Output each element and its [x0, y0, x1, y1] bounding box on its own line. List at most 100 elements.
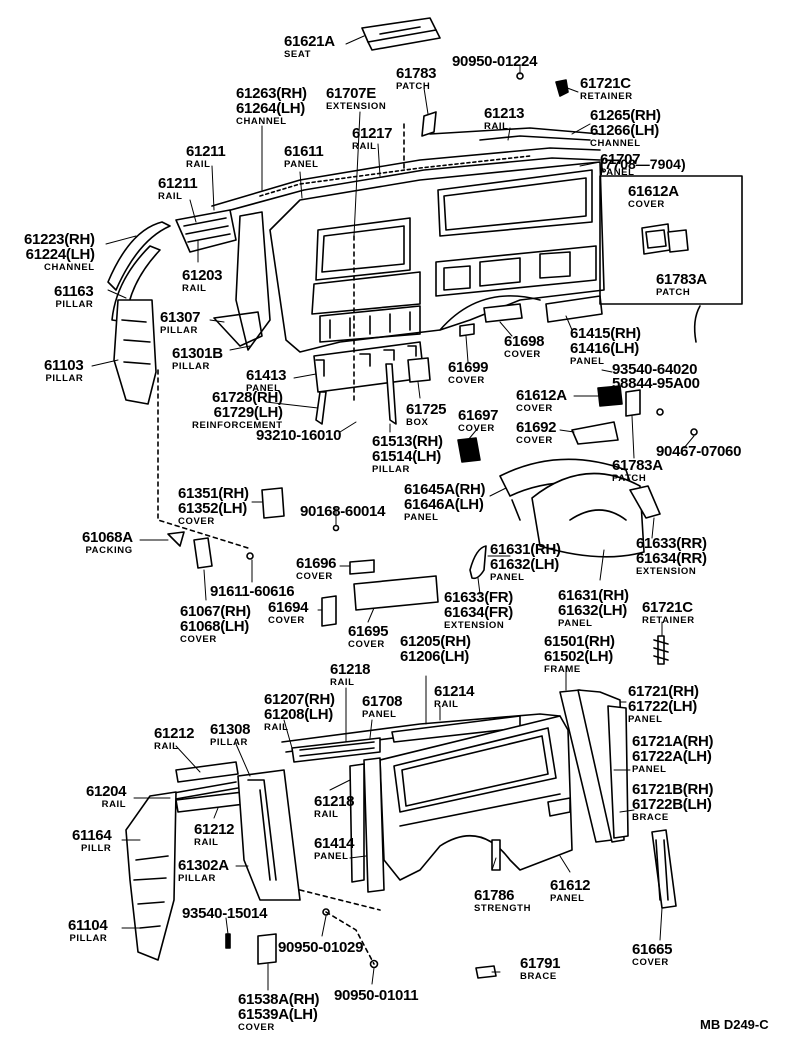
- part-number: 61634(FR): [444, 604, 513, 621]
- part-number: 61415(RH): [570, 325, 641, 342]
- part-number: 61213: [484, 105, 525, 122]
- part-name: COVER: [516, 435, 553, 446]
- part-number: 61721C: [642, 599, 693, 616]
- part-number: 61721C: [580, 75, 631, 92]
- part-number: 61621A: [284, 33, 335, 50]
- part-number: 61352(LH): [178, 500, 247, 517]
- part-name: PATCH: [396, 81, 431, 92]
- part-number: 61646A(LH): [404, 496, 484, 513]
- part-name: RAIL: [101, 799, 127, 810]
- upper-body-panel: [107, 123, 605, 549]
- part-number: 61514(LH): [372, 448, 441, 465]
- part-name: COVER: [504, 349, 541, 360]
- part-number: 61212: [194, 821, 235, 838]
- part-name: EXTENSION: [444, 620, 505, 631]
- callout-90950-01029: 90950-01029: [278, 940, 363, 955]
- part-number: 61633(FR): [444, 589, 513, 606]
- part-number: 61633(RR): [636, 535, 707, 552]
- part-name: PILLAR: [69, 933, 108, 944]
- figure-code: MB D249-C: [700, 1017, 769, 1032]
- callout-58844-95a00: 58844-95A00: [612, 376, 700, 391]
- part-name: COVER: [238, 1022, 275, 1033]
- part-number: 58844-95A00: [612, 375, 700, 392]
- part-number: 61068(LH): [180, 618, 249, 635]
- part-name: COVER: [296, 571, 333, 582]
- part-number: 61631(RH): [558, 587, 629, 604]
- part-name: EXTENSION: [326, 101, 387, 112]
- part-number: 61696: [296, 555, 337, 572]
- part-number: 93210-16010: [256, 427, 342, 444]
- callout-90950-01224: 90950-01224: [452, 54, 537, 69]
- part-name: PATCH: [612, 473, 647, 484]
- part-name: BOX: [406, 417, 429, 428]
- part-number: 61791: [520, 955, 561, 972]
- part-number: 61786: [474, 887, 515, 904]
- part-number: 61721B(RH): [632, 781, 714, 798]
- part-number: 61707: [600, 151, 641, 168]
- part-name: PILLAR: [372, 464, 410, 475]
- part-name: RAIL: [154, 741, 179, 752]
- part-number: 61351(RH): [178, 485, 249, 502]
- part-name: BRACE: [632, 812, 669, 823]
- part-number: 61413: [246, 367, 287, 384]
- part-number: 61634(RR): [636, 550, 707, 567]
- part-number: 61708: [362, 693, 403, 710]
- part-name: RAIL: [182, 283, 207, 294]
- part-number: 61722A(LH): [632, 748, 712, 765]
- part-number: 61265(RH): [590, 107, 661, 124]
- part-number: 61308: [210, 721, 251, 738]
- part-number: 61301B: [172, 345, 223, 362]
- part-number: 61204: [86, 783, 127, 800]
- callout-61633-fr: 61633(FR)61634(FR)EXTENSION: [444, 590, 513, 631]
- part-name: COVER: [348, 639, 385, 650]
- part-name: STRENGTH: [474, 903, 532, 914]
- part-name: PATCH: [656, 287, 691, 298]
- part-name: RAIL: [434, 699, 459, 710]
- part-name: COVER: [180, 634, 217, 645]
- callout-61721b: 61721B(RH)61722B(LH)BRACE: [632, 781, 714, 823]
- part-number: 61218: [314, 793, 355, 810]
- part-name: RAIL: [186, 159, 211, 170]
- callout-61263: 61263(RH)61264(LH)CHANNEL: [236, 86, 307, 127]
- callout-61205: 61205(RH)61206(LH): [400, 634, 471, 664]
- part-name: COVER: [632, 957, 669, 968]
- part-name: PILLR: [80, 843, 112, 854]
- part-number: 61722B(LH): [632, 796, 712, 813]
- part-number: 90950-01224: [452, 53, 538, 70]
- callout-90467-07060: 90467-07060: [656, 444, 741, 459]
- part-name: PACKING: [85, 545, 133, 556]
- part-name: RETAINER: [642, 615, 695, 626]
- part-number: 61212: [154, 725, 195, 742]
- part-number: 61538A(RH): [238, 991, 320, 1008]
- part-name: COVER: [516, 403, 553, 414]
- part-number: 90467-07060: [656, 443, 742, 460]
- part-number: 91611-60616: [210, 583, 295, 600]
- part-name: PILLAR: [160, 325, 198, 336]
- callout-61631-a: 61631(RH)61632(LH)PANEL: [490, 542, 561, 583]
- part-name: PILLAR: [45, 373, 84, 384]
- part-name: FRAME: [544, 664, 581, 675]
- part-number: 61263(RH): [236, 85, 307, 102]
- part-name: COVER: [458, 423, 495, 434]
- part-name: RAIL: [330, 677, 355, 688]
